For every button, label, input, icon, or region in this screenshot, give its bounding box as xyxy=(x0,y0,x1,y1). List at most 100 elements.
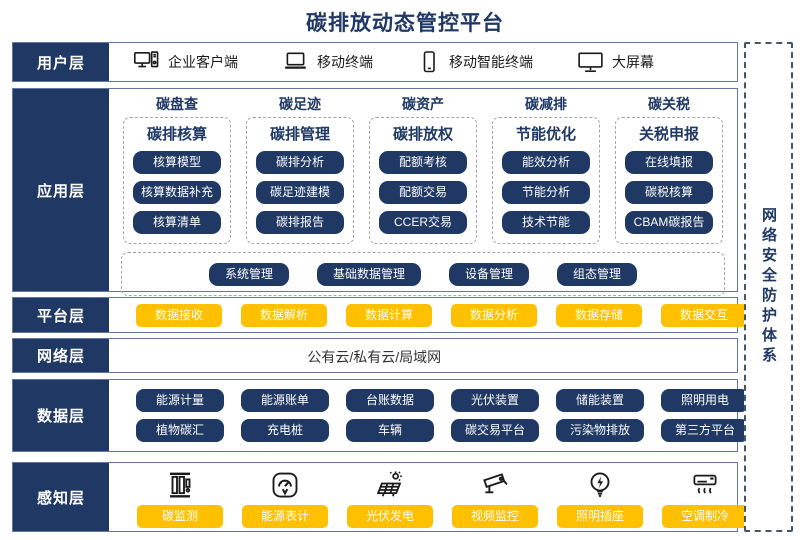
layer-label-platform: 平台层 xyxy=(13,298,109,332)
perception-label-chip: 空调制冷 xyxy=(662,504,748,528)
layer-row-platform: 平台层 数据接收 数据解析 数据计算 数据分析 数据存储 数据交互 xyxy=(12,297,747,333)
app-column-subtitle: 碳排放权 xyxy=(392,126,453,143)
perception-item-energy-meter: 能源表计 xyxy=(241,467,329,528)
app-column-header: 碳盘查 xyxy=(156,96,198,112)
perception-item-lighting-socket: 照明插座 xyxy=(556,467,644,528)
data-source-chip: 能源计量 xyxy=(136,389,224,412)
data-source-chip: 充电桩 xyxy=(241,419,329,442)
carbon-monitor-icon xyxy=(165,467,195,500)
app-column-box: 关税申报 在线填报 碳税核算 CBAM碳报告 xyxy=(615,117,723,244)
app-column-carbon-asset: 碳资产 碳排放权 配额考核 配额交易 CCER交易 xyxy=(369,94,477,244)
user-item-label: 移动智能终端 xyxy=(449,54,533,70)
perception-label-chip: 碳监测 xyxy=(137,504,223,528)
perception-label-chip: 视频监控 xyxy=(452,504,538,528)
user-item-smart-mobile: 移动智能终端 xyxy=(417,49,533,75)
app-column-header: 碳减排 xyxy=(525,96,567,112)
app-column-subtitle: 关税申报 xyxy=(638,126,699,143)
user-item-label: 企业客户端 xyxy=(168,54,238,70)
app-common-chip: 系统管理 xyxy=(208,262,289,286)
data-source-chip: 车辆 xyxy=(346,419,434,442)
air-conditioner-icon xyxy=(690,467,720,500)
energy-meter-icon xyxy=(270,467,300,500)
app-feature-chip: 技术节能 xyxy=(501,211,591,234)
app-column-header: 碳足迹 xyxy=(279,96,321,112)
app-column-subtitle: 节能优化 xyxy=(515,126,576,143)
app-feature-chip: 在线填报 xyxy=(624,151,714,174)
user-item-big-screen: 大屏幕 xyxy=(577,49,654,75)
big-screen-icon xyxy=(577,49,604,75)
app-common-box: 系统管理 基础数据管理 设备管理 组态管理 xyxy=(121,252,725,296)
smartphone-icon xyxy=(417,49,441,75)
app-column-carbon-reduction: 碳减排 节能优化 能效分析 节能分析 技术节能 xyxy=(492,94,600,244)
layer-row-application: 应用层 碳盘查 碳排核算 核算模型 核算数据补充 核算清单 碳足迹 xyxy=(12,88,738,296)
data-source-chip: 第三方平台 xyxy=(661,419,749,442)
app-column-box: 节能优化 能效分析 节能分析 技术节能 xyxy=(492,117,600,244)
app-feature-chip: 核算模型 xyxy=(132,151,222,174)
layer-label-application: 应用层 xyxy=(13,89,109,291)
security-side-panel: 网络安全防护体系 xyxy=(744,42,793,532)
app-feature-chip: 能效分析 xyxy=(501,151,591,174)
app-column-header: 碳关税 xyxy=(648,96,690,112)
app-feature-chip: 碳排分析 xyxy=(255,151,345,174)
perception-label-chip: 能源表计 xyxy=(242,504,328,528)
app-column-carbon-footprint: 碳足迹 碳排管理 碳排分析 碳足迹建模 碳排报告 xyxy=(246,94,354,244)
layer-label-perception: 感知层 xyxy=(13,463,109,531)
platform-chip: 数据接收 xyxy=(136,303,222,327)
desktop-icon xyxy=(133,49,160,75)
app-feature-chip: 核算数据补充 xyxy=(132,181,222,204)
layer-label-network: 网络层 xyxy=(13,339,109,372)
app-feature-chip: 配额交易 xyxy=(378,181,468,204)
app-column-box: 碳排核算 核算模型 核算数据补充 核算清单 xyxy=(123,117,231,244)
perception-label-chip: 照明插座 xyxy=(557,504,643,528)
layer-label-data: 数据层 xyxy=(13,380,109,451)
perception-item-pv-generation: 光伏发电 xyxy=(346,467,434,528)
app-column-carbon-inventory: 碳盘查 碳排核算 核算模型 核算数据补充 核算清单 xyxy=(123,94,231,244)
network-text: 公有云/私有云/局域网 xyxy=(307,348,442,365)
app-feature-chip: CBAM碳报告 xyxy=(624,211,714,234)
security-side-panel-text: 网络安全防护体系 xyxy=(760,207,777,367)
app-column-box: 碳排管理 碳排分析 碳足迹建模 碳排报告 xyxy=(246,117,354,244)
app-column-box: 碳排放权 配额考核 配额交易 CCER交易 xyxy=(369,117,477,244)
platform-chip: 数据解析 xyxy=(241,303,327,327)
app-feature-chip: 碳足迹建模 xyxy=(255,181,345,204)
app-column-subtitle: 碳排核算 xyxy=(146,126,207,143)
platform-chip: 数据交互 xyxy=(661,303,747,327)
light-bulb-icon xyxy=(585,467,615,500)
app-column-header: 碳资产 xyxy=(402,96,444,112)
user-item-mobile-terminal: 移动终端 xyxy=(282,49,373,75)
perception-item-carbon-monitoring: 碳监测 xyxy=(136,467,224,528)
page-title: 碳排放动态管控平台 xyxy=(306,12,504,35)
data-source-chip: 污染物排放 xyxy=(556,419,644,442)
data-source-chip: 植物碳汇 xyxy=(136,419,224,442)
user-item-label: 大屏幕 xyxy=(612,54,654,70)
data-source-chip: 能源账单 xyxy=(241,389,329,412)
perception-label-chip: 光伏发电 xyxy=(347,504,433,528)
user-item-label: 移动终端 xyxy=(317,54,373,70)
perception-item-ac-cooling: 空调制冷 xyxy=(661,467,749,528)
app-common-chip: 组态管理 xyxy=(557,262,638,286)
layer-row-data: 数据层 能源计量 能源账单 台账数据 光伏装置 储能装置 照明用电 植物碳汇 充… xyxy=(12,379,749,452)
user-item-enterprise-client: 企业客户端 xyxy=(133,49,238,75)
layer-label-user: 用户层 xyxy=(13,43,109,81)
data-source-chip: 光伏装置 xyxy=(451,389,539,412)
app-feature-chip: 碳税核算 xyxy=(624,181,714,204)
app-common-chip: 基础数据管理 xyxy=(316,262,421,286)
data-source-chip: 碳交易平台 xyxy=(451,419,539,442)
data-source-chip: 照明用电 xyxy=(661,389,749,412)
platform-chip: 数据计算 xyxy=(346,303,432,327)
cctv-camera-icon xyxy=(480,467,510,500)
app-feature-chip: CCER交易 xyxy=(378,211,468,234)
layer-row-perception: 感知层 碳监测 xyxy=(12,462,748,532)
app-feature-chip: 核算清单 xyxy=(132,211,222,234)
app-feature-chip: 节能分析 xyxy=(501,181,591,204)
layer-row-user: 用户层 企业客户端 xyxy=(12,42,738,82)
app-column-carbon-tariff: 碳关税 关税申报 在线填报 碳税核算 CBAM碳报告 xyxy=(615,94,723,244)
app-feature-chip: 碳排报告 xyxy=(255,211,345,234)
app-feature-chip: 配额考核 xyxy=(378,151,468,174)
solar-panel-icon xyxy=(375,467,405,500)
app-column-subtitle: 碳排管理 xyxy=(269,126,330,143)
laptop-icon xyxy=(282,49,309,75)
app-common-chip: 设备管理 xyxy=(449,262,530,286)
data-source-chip: 台账数据 xyxy=(346,389,434,412)
